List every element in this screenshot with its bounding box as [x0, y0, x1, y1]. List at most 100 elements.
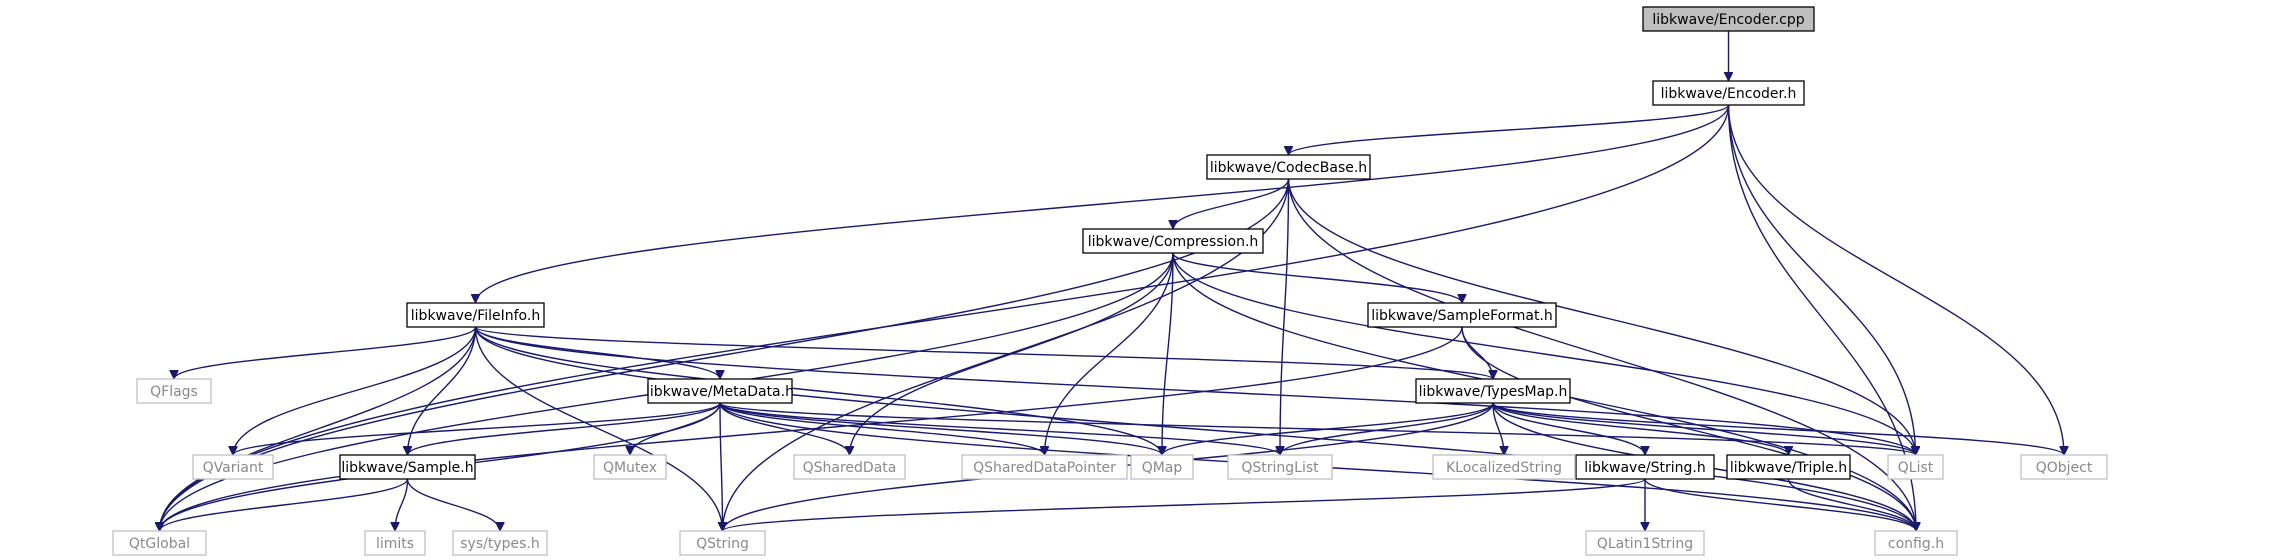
edge-compression-h-to-qlist — [1172, 252, 1916, 455]
edge-typesmap-h-to-qstringlist — [1280, 402, 1494, 456]
edge-fileinfo-h-to-qmap — [474, 326, 1163, 456]
node-label: libkwave/Encoder.h — [1661, 86, 1797, 102]
node-qmutex: QMutex — [593, 454, 667, 480]
nodes-layer: libkwave/Encoder.cpp libkwave/Encoder.h li… — [112, 6, 2108, 556]
node-string-h[interactable]: libkwave/String.h — [1575, 454, 1715, 480]
node-box — [1415, 378, 1571, 404]
node-box — [593, 454, 667, 480]
node-label: libkwave/Encoder.cpp — [1652, 12, 1804, 28]
node-label: QObject — [2036, 460, 2093, 476]
edge-sampleformat-h-to-config-h — [1461, 326, 1916, 531]
node-qstring: QString — [679, 530, 766, 556]
node-box — [339, 454, 476, 480]
node-label: libkwave/MetaData.h — [646, 384, 794, 400]
node-box — [364, 530, 426, 556]
edge-codecbase-h-to-qlist — [1287, 178, 1916, 455]
node-label: KLocalizedString — [1446, 460, 1562, 476]
node-box — [1887, 454, 1944, 480]
edge-metadata-h-to-qmap — [719, 402, 1162, 456]
edge-triple-h-to-config-h — [1787, 478, 1917, 532]
edge-encoder-h-to-codecbase-h — [1289, 104, 1730, 156]
node-box — [1432, 454, 1576, 480]
node-encoder-cpp[interactable]: libkwave/Encoder.cpp — [1642, 6, 1815, 32]
node-qshareddatapointer: QSharedDataPointer — [961, 454, 1128, 480]
node-triple-h[interactable]: libkwave/Triple.h — [1726, 454, 1851, 480]
node-label: QStringList — [1241, 460, 1319, 476]
edge-sample-h-to-systypes — [406, 478, 501, 532]
node-label: config.h — [1888, 536, 1944, 552]
edge-typesmap-h-to-klocalizedstring — [1492, 402, 1504, 455]
edge-metadata-h-to-sample-h — [408, 402, 721, 456]
node-label: QString — [696, 536, 749, 552]
node-qtglobal: QtGlobal — [112, 530, 207, 556]
node-label: QFlags — [150, 384, 198, 400]
node-sampleformat-h[interactable]: libkwave/SampleFormat.h — [1367, 302, 1557, 328]
node-qobject: QObject — [2020, 454, 2108, 480]
edge-encoder-h-to-qobject — [1727, 104, 2065, 455]
node-label: libkwave/CodecBase.h — [1210, 160, 1367, 176]
node-box — [136, 378, 212, 404]
edge-codecbase-h-to-compression-h — [1173, 178, 1290, 230]
node-box — [112, 530, 207, 556]
node-box — [647, 378, 793, 404]
node-systypes: sys/types.h — [452, 530, 548, 556]
node-label: QLatin1String — [1597, 536, 1693, 552]
node-encoder-h[interactable]: libkwave/Encoder.h — [1652, 80, 1805, 106]
edge-sample-h-to-qtglobal — [160, 478, 409, 532]
node-qlatin1string: QLatin1String — [1585, 530, 1705, 556]
edge-fileinfo-h-to-qvariant — [233, 326, 477, 455]
node-codecbase-h[interactable]: libkwave/CodecBase.h — [1206, 154, 1371, 180]
edge-encoder-h-to-qtglobal — [160, 104, 1730, 531]
node-label: QtGlobal — [129, 536, 190, 552]
node-box — [192, 454, 274, 480]
edge-metadata-h-to-qstringlist — [719, 402, 1280, 456]
edge-sample-h-to-limits — [395, 478, 409, 531]
edge-fileinfo-h-to-qflags — [174, 326, 477, 380]
node-compression-h[interactable]: libkwave/Compression.h — [1082, 228, 1264, 254]
edge-codecbase-h-to-config-h — [1287, 178, 1917, 531]
node-label: limits — [376, 536, 414, 552]
node-label: sys/types.h — [460, 536, 539, 552]
node-label: libkwave/Compression.h — [1088, 234, 1259, 250]
node-box — [1585, 530, 1705, 556]
edge-compression-h-to-sampleformat-h — [1172, 252, 1462, 304]
node-label: QMutex — [603, 460, 657, 476]
node-label: libkwave/TypesMap.h — [1419, 384, 1568, 400]
node-label: QSharedDataPointer — [973, 460, 1116, 476]
node-box — [1726, 454, 1851, 480]
node-metadata-h[interactable]: libkwave/MetaData.h — [646, 378, 794, 404]
edge-metadata-h-to-qshareddatapointer — [719, 402, 1045, 456]
node-label: QList — [1898, 460, 1934, 476]
node-box — [793, 454, 906, 480]
node-label: libkwave/FileInfo.h — [411, 308, 540, 324]
edge-encoder-h-to-fileinfo-h — [476, 104, 1730, 303]
node-fileinfo-h[interactable]: libkwave/FileInfo.h — [406, 302, 545, 328]
edge-fileinfo-h-to-typesmap-h — [474, 326, 1494, 380]
node-box — [2020, 454, 2108, 480]
node-box — [1642, 6, 1815, 32]
node-box — [452, 530, 548, 556]
node-limits: limits — [364, 530, 426, 556]
node-typesmap-h[interactable]: libkwave/TypesMap.h — [1415, 378, 1571, 404]
node-box — [1082, 228, 1264, 254]
node-label: libkwave/Triple.h — [1730, 460, 1847, 476]
edge-metadata-h-to-qstring — [720, 402, 723, 531]
node-label: QSharedData — [803, 460, 897, 476]
node-qflags: QFlags — [136, 378, 212, 404]
edge-typesmap-h-to-qmap — [1162, 402, 1494, 456]
edge-fileinfo-h-to-config-h — [474, 326, 1917, 531]
edge-typesmap-h-to-triple-h — [1492, 402, 1789, 456]
edge-typesmap-h-to-qobject — [1492, 402, 2064, 456]
edge-codecbase-h-to-qstringlist — [1280, 178, 1290, 455]
node-box — [1206, 154, 1371, 180]
node-label: libkwave/SampleFormat.h — [1371, 308, 1553, 324]
node-label: QMap — [1142, 460, 1183, 476]
node-box — [1652, 80, 1805, 106]
edge-typesmap-h-to-qlist — [1492, 402, 1916, 456]
node-box — [1227, 454, 1333, 480]
edge-fileinfo-h-to-qstring — [474, 326, 723, 531]
node-sample-h[interactable]: libkwave/Sample.h — [339, 454, 476, 480]
edge-metadata-h-to-qshareddata — [719, 402, 850, 456]
node-box — [1575, 454, 1715, 480]
edge-metadata-h-to-qvariant — [233, 402, 721, 456]
